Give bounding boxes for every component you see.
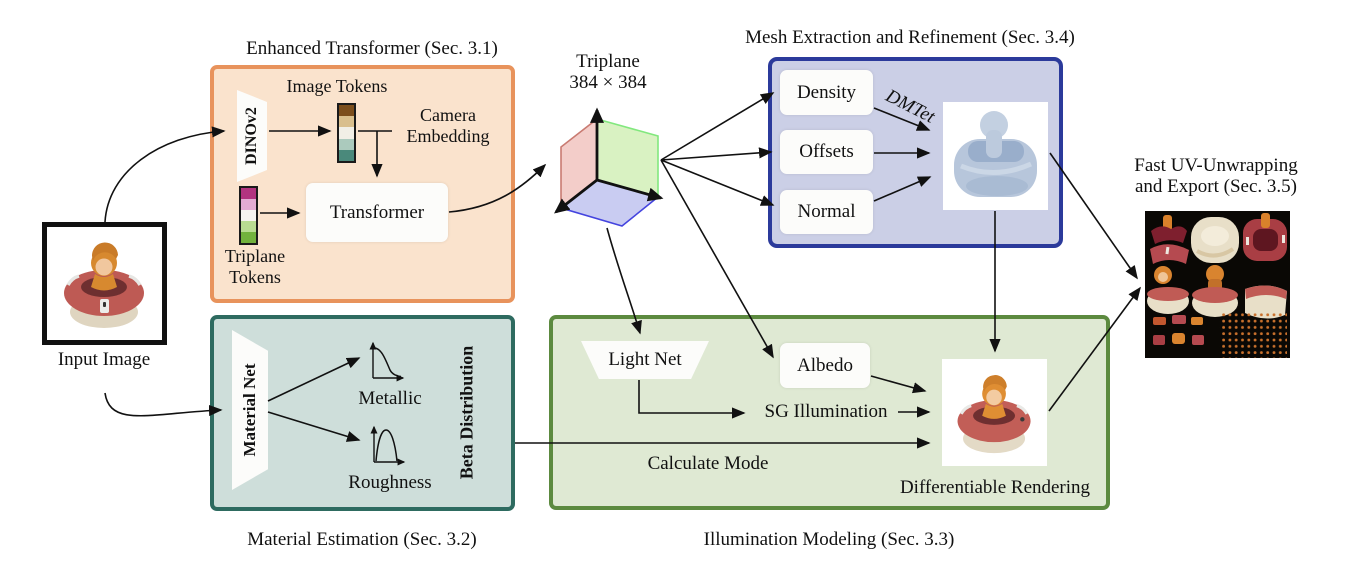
uv-export-title-line2: and Export (Sec. 3.5) (1135, 176, 1297, 197)
input-image (42, 222, 167, 345)
uv-export-title-line1: Fast UV-Unwrapping (1134, 155, 1298, 176)
triplane-tokens-label: Triplane Tokens (224, 246, 286, 287)
calculate-mode-label: Calculate Mode (647, 453, 769, 474)
dinov2-encoder: DINOv2 (237, 90, 267, 182)
triplane-tokens-bar (239, 186, 258, 245)
triplane-token-segment (241, 210, 256, 221)
albedo-block: Albedo (780, 343, 870, 388)
sg-illumination-label: SG Illumination (764, 401, 888, 422)
transformer-label: Transformer (329, 201, 425, 223)
image-token-segment (339, 105, 354, 117)
light-net-block: Light Net (581, 341, 709, 379)
image-token-segment (339, 127, 354, 139)
beta-distribution-label: Beta Distribution (456, 345, 477, 480)
uv-export-title: Fast UV-Unwrapping and Export (Sec. 3.5) (1120, 155, 1312, 197)
triplane-token-segment (241, 199, 256, 210)
enhanced-transformer-title: Enhanced Transformer (Sec. 3.1) (246, 38, 498, 59)
camera-embedding-label: Camera Embedding (406, 105, 490, 146)
uv-atlas-image (1145, 211, 1290, 358)
input-toy-illustration (64, 242, 144, 328)
image-token-segment (339, 138, 354, 150)
illumination-modeling-title: Illumination Modeling (Sec. 3.3) (703, 529, 955, 550)
density-label: Density (796, 81, 857, 103)
image-tokens-label: Image Tokens (286, 76, 388, 96)
albedo-label: Albedo (797, 354, 853, 376)
mesh-extraction-title: Mesh Extraction and Refinement (Sec. 3.4… (745, 27, 1075, 48)
dinov2-label: DINOv2 (243, 107, 260, 165)
differentiable-rendering-label: Differentiable Rendering (899, 477, 1091, 498)
material-net-label: Material Net (240, 363, 259, 457)
triplane-token-segment (241, 221, 256, 232)
triplane-cube (554, 107, 664, 227)
triplane-token-segment (241, 188, 256, 199)
rendered-toy-illustration (957, 375, 1031, 454)
triplane-title-line1: Triplane (576, 51, 640, 72)
offsets-block: Offsets (780, 130, 873, 174)
normal-label: Normal (797, 201, 856, 222)
triplane-title: Triplane 384 × 384 (548, 51, 668, 93)
normal-block: Normal (780, 190, 873, 234)
rendered-preview-image (942, 359, 1047, 466)
roughness-label: Roughness (348, 472, 432, 493)
offsets-label: Offsets (799, 141, 854, 162)
triplane-token-segment (241, 232, 256, 243)
material-net-encoder: Material Net (232, 330, 268, 490)
mesh-toy-illustration (954, 111, 1037, 197)
density-block: Density (780, 70, 873, 115)
image-tokens-bar (337, 103, 356, 163)
input-image-label: Input Image (57, 349, 151, 370)
triplane-resolution: 384 × 384 (569, 72, 647, 93)
image-token-segment (339, 116, 354, 128)
light-net-label: Light Net (608, 349, 682, 370)
transformer-block: Transformer (306, 183, 448, 242)
material-estimation-title: Material Estimation (Sec. 3.2) (247, 529, 477, 550)
metallic-label: Metallic (358, 388, 422, 409)
mesh-preview-image (943, 102, 1048, 210)
image-token-segment (339, 149, 354, 162)
